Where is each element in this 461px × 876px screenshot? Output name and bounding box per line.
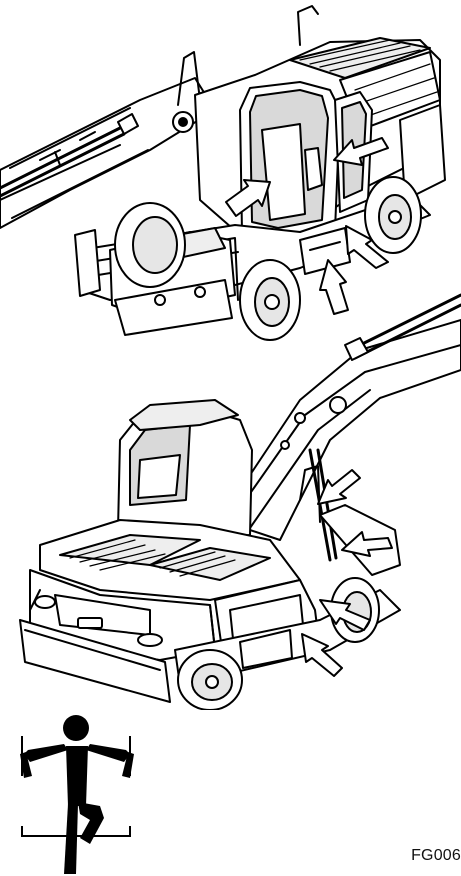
- excavator-rear-view: [19, 293, 461, 710]
- person-climbing-icon: [20, 715, 134, 874]
- figure-code: FG006: [411, 847, 461, 864]
- excavator-front-view: [0, 5, 446, 341]
- entry-arrow-icon: [225, 137, 389, 315]
- entry-arrow-icon: [301, 469, 393, 677]
